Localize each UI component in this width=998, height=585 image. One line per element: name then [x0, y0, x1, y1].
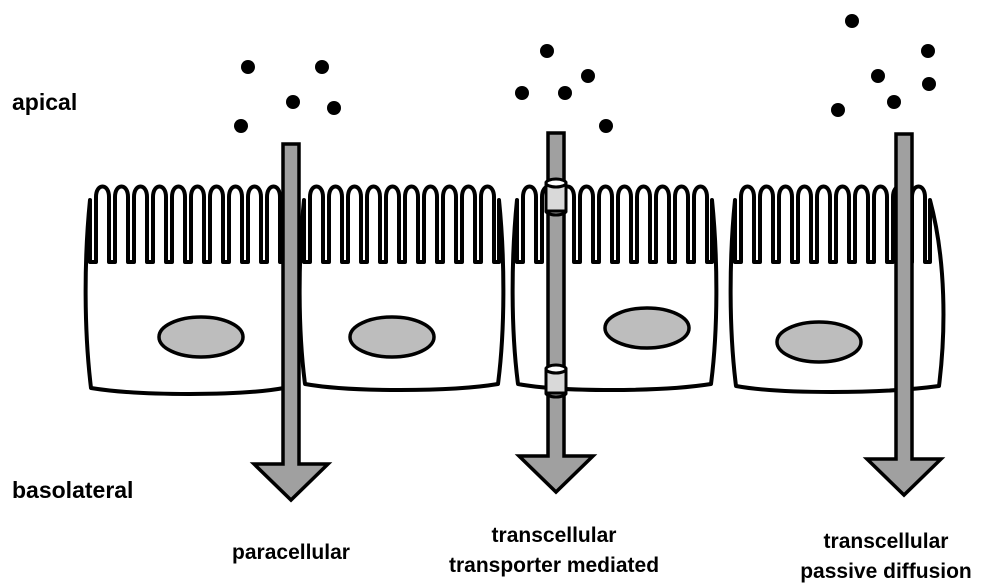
epithelial-cell-2 — [300, 187, 504, 391]
basolateral-transporter-icon — [546, 365, 566, 397]
nucleus-3 — [605, 308, 689, 348]
molecule-dot — [327, 101, 341, 115]
molecule-dot — [831, 103, 845, 117]
nucleus-1 — [159, 317, 243, 357]
molecule-dot — [599, 119, 613, 133]
molecule-dot — [241, 60, 255, 74]
molecule-dot — [286, 95, 300, 109]
passive-diffusion-label-line2: passive diffusion — [800, 560, 972, 583]
apical-transporter-icon — [546, 179, 566, 215]
molecule-dot — [845, 14, 859, 28]
molecule-dot — [887, 95, 901, 109]
molecule-dot — [540, 44, 554, 58]
molecule-dot — [558, 86, 572, 100]
nucleus-2 — [350, 317, 434, 357]
molecule-dot — [871, 69, 885, 83]
apical-label: apical — [12, 89, 77, 115]
molecule-dot — [922, 77, 936, 91]
epithelial-cell-3 — [513, 187, 717, 391]
nucleus-4 — [777, 322, 861, 362]
epithelial-cell-1 — [86, 187, 290, 395]
paracellular-label: paracellular — [232, 541, 350, 564]
transporter-mediated-label-line2: transporter mediated — [449, 554, 659, 577]
molecule-dot — [234, 119, 248, 133]
molecule-dot — [921, 44, 935, 58]
transporter-mediated-label-line1: transcellular — [492, 524, 617, 547]
basolateral-label: basolateral — [12, 477, 133, 503]
passive-diffusion-label-line1: transcellular — [824, 530, 949, 553]
molecule-dot — [515, 86, 529, 100]
molecules — [234, 14, 936, 133]
molecule-dot — [315, 60, 329, 74]
molecule-dot — [581, 69, 595, 83]
